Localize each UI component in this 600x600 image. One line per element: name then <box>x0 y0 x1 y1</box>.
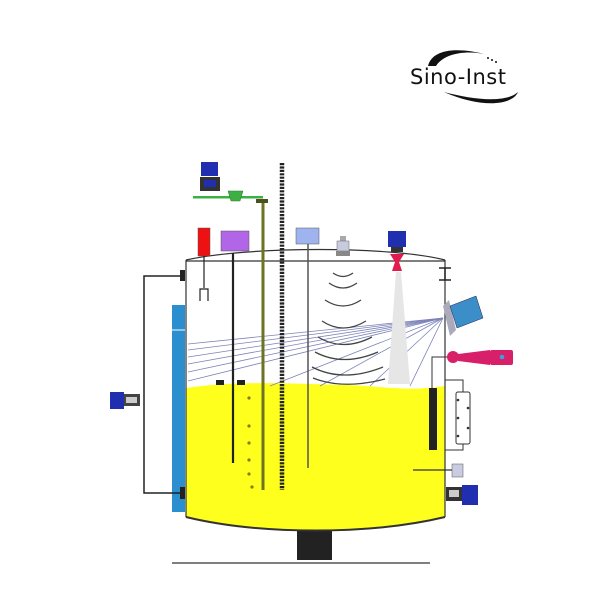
ultrasonic-waves <box>311 272 386 385</box>
logo: Sino-Inst <box>410 50 518 104</box>
small-sensor <box>413 463 464 478</box>
logo-swoosh-top <box>428 50 488 66</box>
radar-level-transmitter <box>388 231 406 271</box>
magnetic-level-chamber <box>445 379 471 451</box>
top-transmitter <box>200 162 220 191</box>
multipoint-sensor-dots <box>247 396 254 489</box>
ultrasonic-sensor <box>336 236 350 256</box>
microwave-switch <box>431 350 513 388</box>
bypass-level-gauge <box>172 305 185 512</box>
tuning-fork-switch <box>197 227 211 301</box>
dp-transmitter-left <box>110 392 140 409</box>
tank-outline <box>185 248 446 532</box>
differential-pressure-loop <box>110 270 185 499</box>
float-switch <box>216 380 224 385</box>
displacer-probe <box>429 388 437 450</box>
radar-beam <box>388 272 410 384</box>
float-switch <box>237 380 245 385</box>
tank-base <box>297 528 332 560</box>
rf-admittance-probe <box>295 227 320 468</box>
logo-swoosh-bottom <box>444 92 518 104</box>
liquid <box>186 383 445 531</box>
top-pipe-assembly <box>193 162 263 202</box>
capacitance-probe <box>220 230 250 463</box>
right-nozzle <box>439 267 451 281</box>
laser-scanner <box>443 295 484 336</box>
pressure-transmitter-right <box>446 485 478 505</box>
guided-wave-radar-rod <box>256 199 268 490</box>
logo-text: Sino-Inst <box>410 65 506 89</box>
